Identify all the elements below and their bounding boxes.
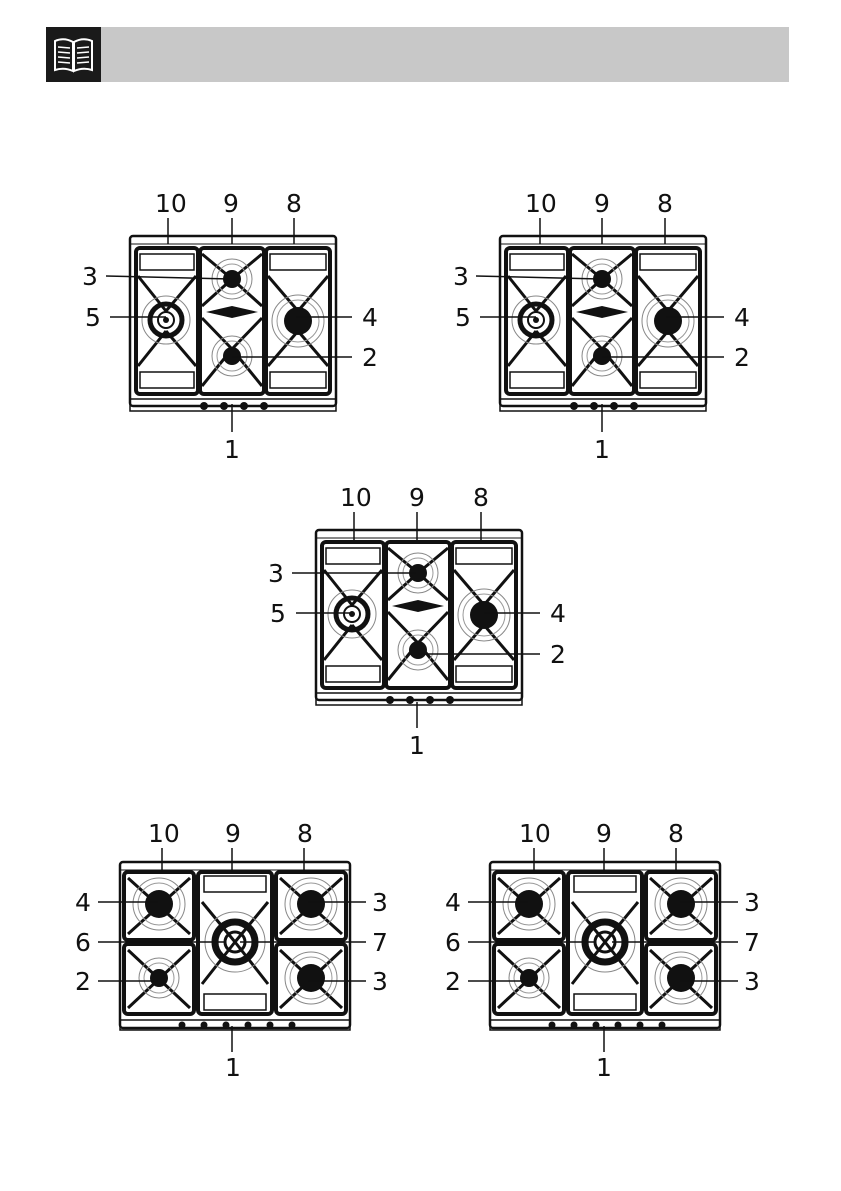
label-10: 10 bbox=[148, 819, 180, 848]
label-3: 3 bbox=[268, 559, 284, 588]
hob-c: 10 9 8 3 5 4 2 1 bbox=[268, 483, 566, 760]
label-4: 4 bbox=[734, 303, 750, 332]
label-2: 2 bbox=[445, 967, 461, 996]
label-2: 2 bbox=[550, 640, 566, 669]
label-2: 2 bbox=[362, 343, 378, 372]
label-1: 1 bbox=[225, 1053, 241, 1082]
label-10: 10 bbox=[525, 189, 557, 218]
label-6: 6 bbox=[445, 928, 461, 957]
label-9: 9 bbox=[594, 189, 610, 218]
label-4: 4 bbox=[550, 599, 566, 628]
hob-e: 10 9 8 4 3 6 7 2 3 1 bbox=[445, 819, 760, 1082]
label-8: 8 bbox=[668, 819, 684, 848]
label-9: 9 bbox=[409, 483, 425, 512]
label-4: 4 bbox=[362, 303, 378, 332]
label-4: 4 bbox=[75, 888, 91, 917]
label-2: 2 bbox=[75, 967, 91, 996]
label-7: 7 bbox=[744, 928, 760, 957]
label-8: 8 bbox=[657, 189, 673, 218]
label-6: 6 bbox=[75, 928, 91, 957]
label-8: 8 bbox=[286, 189, 302, 218]
label-1: 1 bbox=[409, 731, 425, 760]
hob-b: 10 9 8 3 5 4 2 1 bbox=[453, 189, 750, 464]
label-3b: 3 bbox=[372, 967, 388, 996]
label-3: 3 bbox=[372, 888, 388, 917]
label-9: 9 bbox=[223, 189, 239, 218]
label-2: 2 bbox=[734, 343, 750, 372]
label-1: 1 bbox=[224, 435, 240, 464]
hob-a: 10 9 8 3 5 4 2 1 bbox=[82, 189, 378, 464]
label-8: 8 bbox=[473, 483, 489, 512]
hob-d: 10 9 8 4 3 6 7 2 3 1 bbox=[75, 819, 388, 1082]
label-10: 10 bbox=[340, 483, 372, 512]
label-5: 5 bbox=[455, 303, 471, 332]
label-3: 3 bbox=[744, 888, 760, 917]
label-7: 7 bbox=[372, 928, 388, 957]
label-5: 5 bbox=[85, 303, 101, 332]
label-5: 5 bbox=[270, 599, 286, 628]
label-4: 4 bbox=[445, 888, 461, 917]
label-3: 3 bbox=[82, 262, 98, 291]
label-9: 9 bbox=[225, 819, 241, 848]
label-1: 1 bbox=[596, 1053, 612, 1082]
label-3: 3 bbox=[453, 262, 469, 291]
label-1: 1 bbox=[594, 435, 610, 464]
label-3b: 3 bbox=[744, 967, 760, 996]
label-10: 10 bbox=[155, 189, 187, 218]
label-10: 10 bbox=[519, 819, 551, 848]
label-9: 9 bbox=[596, 819, 612, 848]
label-8: 8 bbox=[297, 819, 313, 848]
